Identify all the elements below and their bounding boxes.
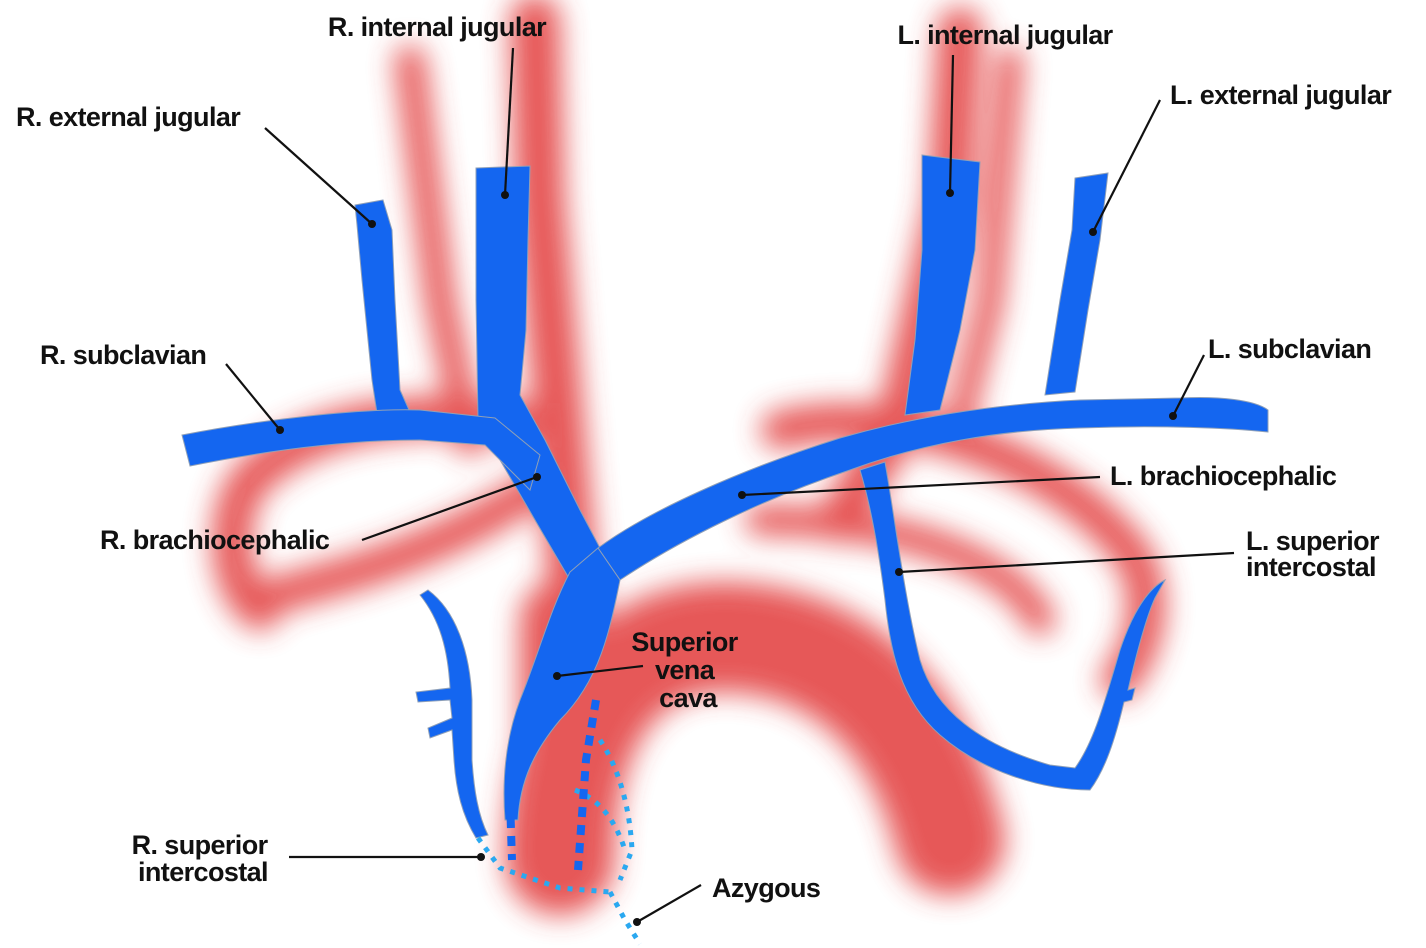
- dot-azygous: [633, 918, 641, 926]
- label-r-superior-intercostal: R. superior intercostal: [132, 830, 275, 887]
- leader-r-subclavian: [226, 364, 280, 430]
- dot-l-internal-jugular: [946, 189, 954, 197]
- right-neck-artery: [410, 60, 470, 440]
- dot-l-subclavian: [1169, 412, 1177, 420]
- dot-r-subclavian: [276, 426, 284, 434]
- dot-r-superior-intercostal: [477, 853, 485, 861]
- label-r-internal-jugular: R. internal jugular: [328, 12, 547, 42]
- r-superior-intercostal-vein: [416, 590, 488, 838]
- dot-r-external-jugular: [368, 220, 376, 228]
- dot-r-brachiocephalic: [533, 473, 541, 481]
- l-external-jugular-vein: [1045, 173, 1108, 395]
- leader-l-external-jugular: [1093, 100, 1160, 232]
- label-r-external-jugular: R. external jugular: [16, 102, 241, 132]
- label-r-subclavian: R. subclavian: [40, 340, 206, 370]
- label-svc-line1: Superior: [631, 627, 738, 657]
- label-l-superior-intercostal: L. superior intercostal: [1246, 526, 1386, 582]
- label-r-brachiocephalic: R. brachiocephalic: [100, 525, 330, 555]
- aortic-arch: [560, 637, 950, 860]
- dot-l-brachiocephalic: [738, 491, 746, 499]
- dot-l-external-jugular: [1089, 228, 1097, 236]
- dot-l-superior-intercostal: [895, 568, 903, 576]
- veins: [182, 155, 1268, 838]
- label-r-superior-intercostal-line2: intercostal: [138, 857, 268, 887]
- label-svc-line2: vena: [655, 655, 716, 685]
- r-external-jugular-vein: [355, 200, 410, 420]
- leader-r-external-jugular: [265, 128, 372, 224]
- leader-azygous: [637, 885, 701, 922]
- label-svc-line3: cava: [659, 683, 718, 713]
- label-l-subclavian: L. subclavian: [1208, 334, 1371, 364]
- label-azygous: Azygous: [712, 873, 820, 903]
- dot-superior-vena-cava: [553, 672, 561, 680]
- label-l-external-jugular: L. external jugular: [1170, 80, 1392, 110]
- dot-r-internal-jugular: [501, 191, 509, 199]
- label-l-superior-intercostal-line2: intercostal: [1246, 552, 1376, 582]
- label-l-brachiocephalic: L. brachiocephalic: [1110, 461, 1337, 491]
- label-l-internal-jugular: L. internal jugular: [897, 20, 1113, 50]
- azygous-dotted-descending: [610, 892, 640, 944]
- label-r-superior-intercostal-line1: R. superior: [132, 830, 269, 860]
